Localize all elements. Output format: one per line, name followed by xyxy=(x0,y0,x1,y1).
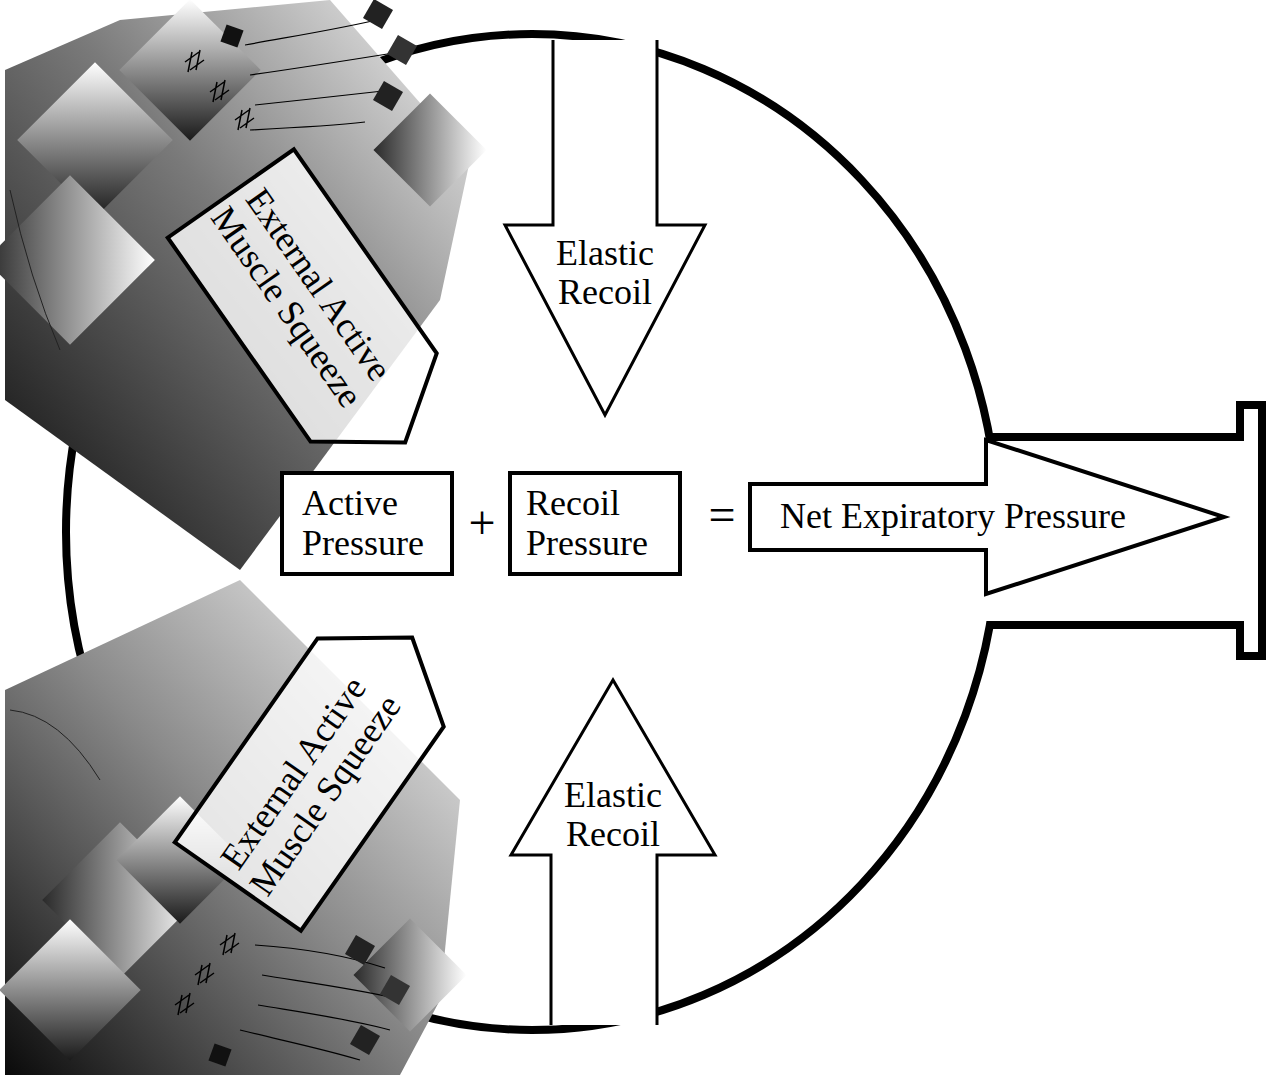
recoil-arrow: Elastic Recoil xyxy=(505,40,705,415)
result-arrow: Net Expiratory Pressure xyxy=(750,440,1226,594)
recoil-arrow-edge xyxy=(511,680,715,1025)
knuckle xyxy=(350,1025,380,1055)
operator-sign: + xyxy=(468,499,495,547)
finger-line xyxy=(255,90,392,105)
finger-line xyxy=(245,18,385,45)
hand-contour xyxy=(10,190,60,350)
hand-shading xyxy=(0,175,155,345)
pressure-box: Recoil Pressure xyxy=(508,471,682,576)
finger-line xyxy=(250,122,365,130)
hand-shading xyxy=(0,919,141,1060)
squeeze-arrow-body xyxy=(175,593,476,930)
hand-shading xyxy=(373,93,486,206)
knuckle xyxy=(380,975,410,1005)
finger-line xyxy=(240,1030,360,1060)
operator-sign: = xyxy=(708,491,735,539)
recoil-arrow-outline xyxy=(505,40,705,415)
result-arrow-body xyxy=(750,440,1224,594)
pressure-box: Active Pressure xyxy=(280,471,454,576)
hand-contour xyxy=(10,710,100,780)
recoil-arrow: Elastic Recoil xyxy=(511,680,715,1025)
finger-line xyxy=(258,1005,390,1030)
nail-mark xyxy=(195,963,214,985)
node-label: Recoil Pressure xyxy=(526,484,664,563)
knuckle xyxy=(220,24,243,47)
nail-mark xyxy=(235,108,254,130)
recoil-arrow-body xyxy=(505,40,705,415)
recoil-arrow-body xyxy=(511,680,715,1025)
knuckle xyxy=(373,81,403,111)
node-label: Active Pressure xyxy=(302,484,432,563)
knuckle xyxy=(345,935,375,965)
nail-mark xyxy=(185,50,204,72)
nail-mark xyxy=(175,993,194,1015)
squeeze-arrow-body xyxy=(168,149,469,486)
nail-mark xyxy=(220,933,239,955)
nail-mark xyxy=(210,80,229,102)
recoil-arrow-edge xyxy=(505,40,705,415)
node-label: Elastic Recoil xyxy=(533,776,693,855)
hand-shading xyxy=(119,0,260,141)
finger-line xyxy=(262,975,395,998)
operator-sign-text: + xyxy=(468,496,495,549)
knuckle xyxy=(387,35,417,65)
knuckle xyxy=(208,1043,231,1066)
operator-sign-text: = xyxy=(708,488,735,541)
knuckle xyxy=(363,0,393,29)
node-label: Net Expiratory Pressure xyxy=(780,497,1126,537)
node-label: Elastic Recoil xyxy=(515,234,695,313)
hand-shading xyxy=(353,918,466,1031)
finger-line xyxy=(250,52,400,75)
